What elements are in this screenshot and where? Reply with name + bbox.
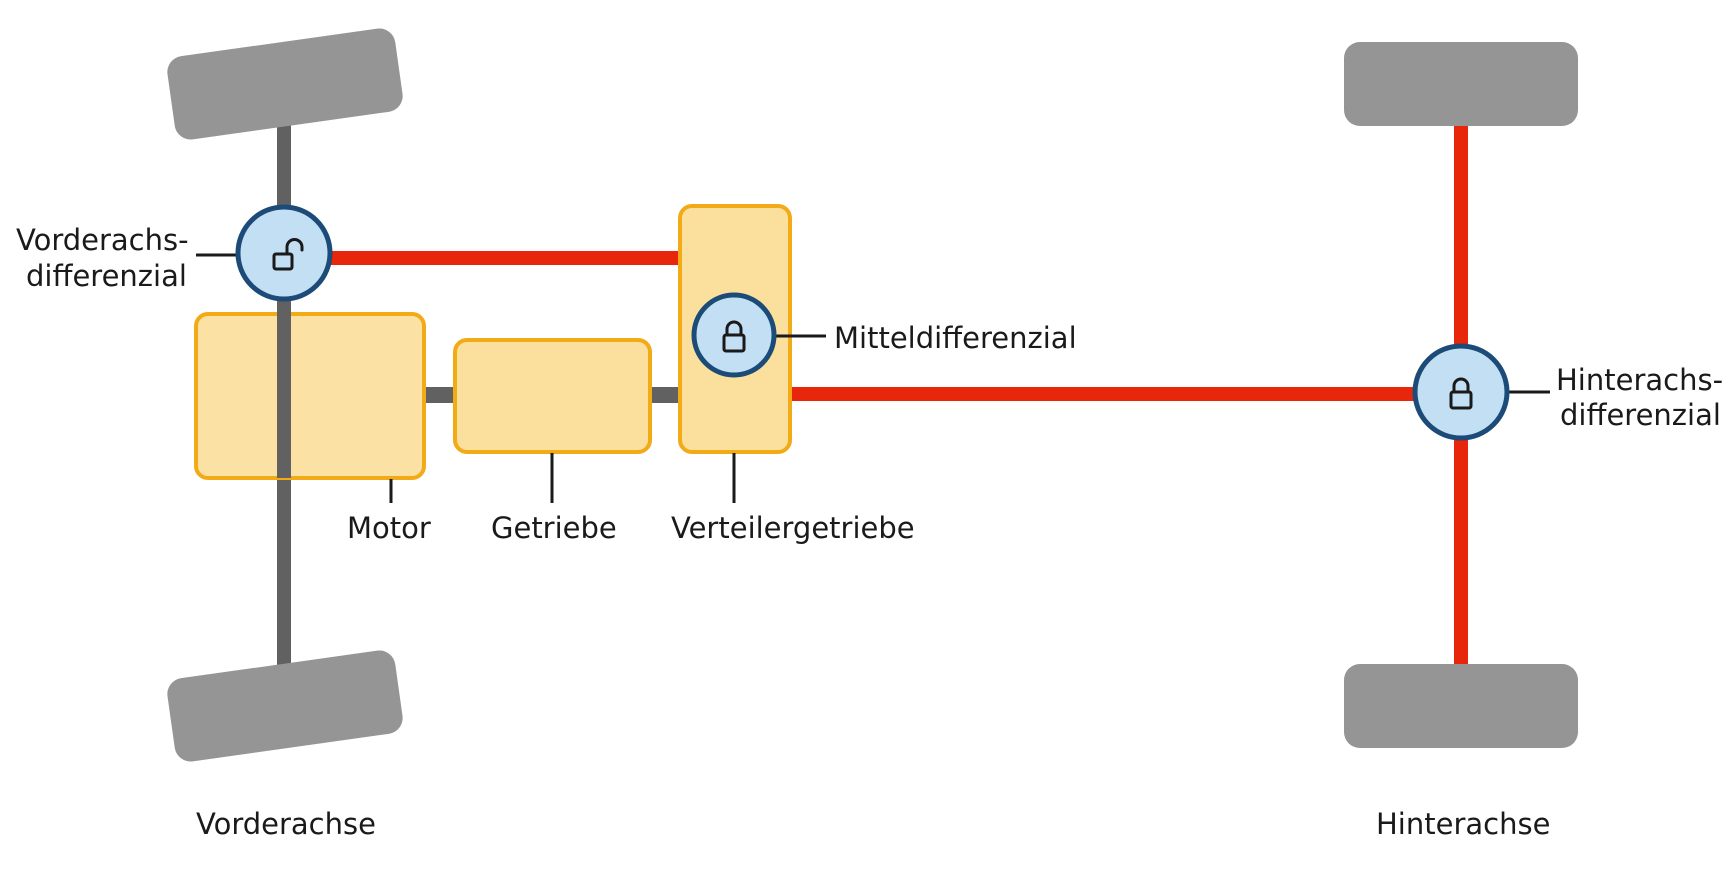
motor-block — [194, 312, 426, 480]
transfer-case-label: Verteilergetriebe — [671, 511, 915, 545]
rear-axle-label: Hinterachse — [1376, 807, 1550, 841]
lock-closed-icon — [1449, 377, 1473, 410]
front-diff-label-line2: differenzial — [26, 259, 187, 293]
front-differential — [235, 204, 333, 302]
motor-label: Motor — [347, 511, 431, 545]
rear-left-wheel — [1344, 42, 1578, 126]
front-axle-label: Vorderachse — [196, 807, 376, 841]
rear-right-wheel — [1344, 664, 1578, 748]
front-left-wheel — [167, 28, 403, 140]
rear-diff-label-line1: Hinterachs- — [1556, 363, 1723, 397]
lock-closed-icon — [722, 320, 746, 353]
front-right-wheel — [167, 650, 403, 762]
gearbox-label: Getriebe — [491, 511, 617, 545]
lock-open-icon — [272, 238, 304, 271]
rear-differential — [1412, 343, 1510, 441]
gearbox-block — [453, 338, 652, 454]
rear-diff-label-line2: differenzial — [1560, 398, 1721, 432]
center-differential — [691, 292, 777, 378]
front-diff-label-line1: Vorderachs- — [16, 223, 189, 257]
center-diff-label: Mitteldifferenzial — [834, 321, 1077, 355]
